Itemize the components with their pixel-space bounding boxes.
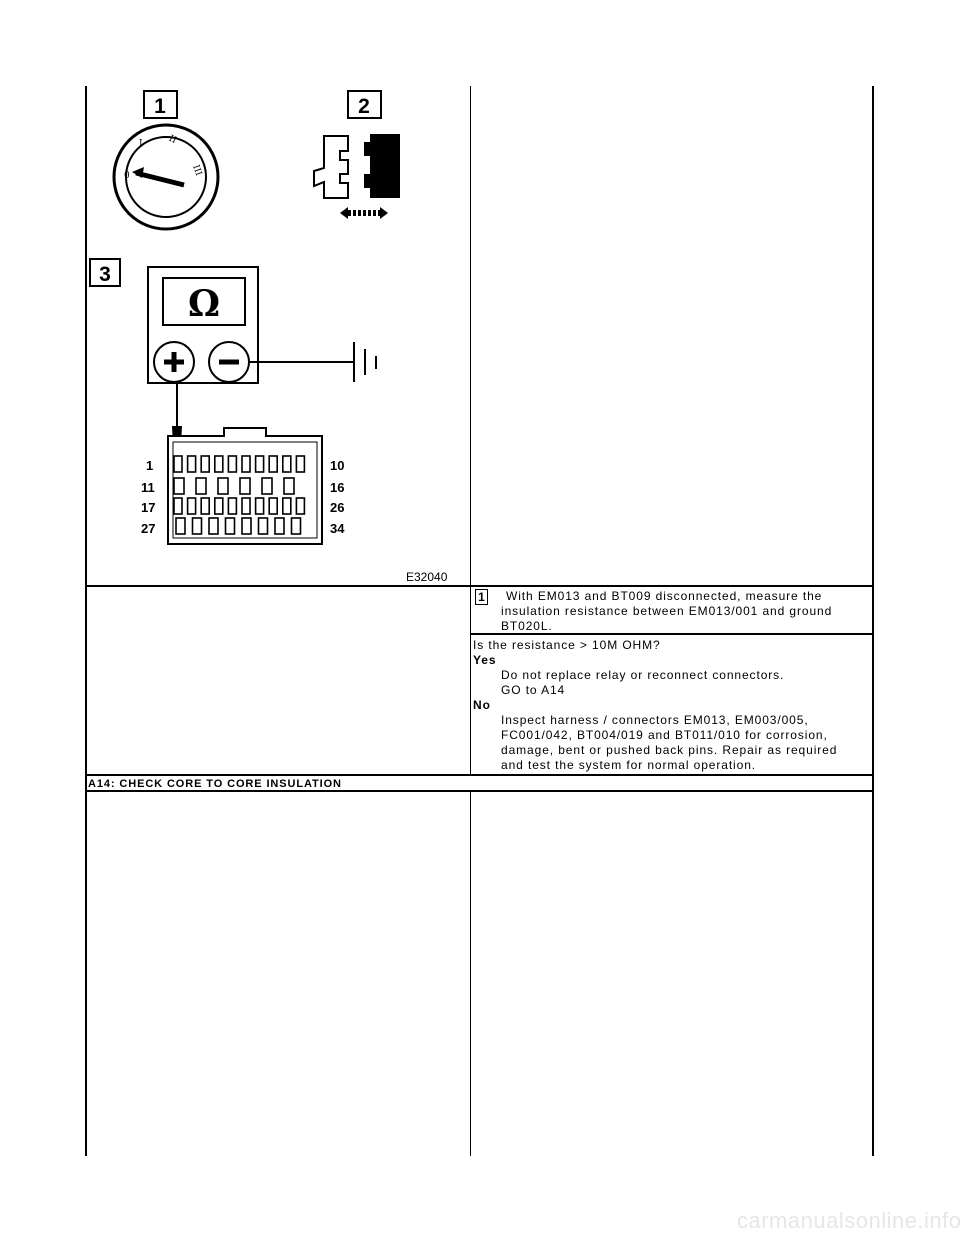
pin-label-16: 16 — [330, 480, 344, 495]
pin-cavity — [173, 455, 183, 473]
pin-cavity — [283, 477, 295, 495]
ignition-switch-icon: 0 I II III — [112, 123, 220, 231]
pin-cavity — [261, 477, 273, 495]
pin-label-27: 27 — [141, 521, 155, 536]
yes-text-line2: GO to A14 — [501, 683, 566, 697]
svg-text:II: II — [167, 134, 178, 146]
pin-label-1: 1 — [146, 458, 153, 473]
pin-cavity — [173, 477, 185, 495]
pin-cavity — [214, 497, 224, 515]
disconnected-connector-icon — [313, 134, 400, 219]
footer-watermark: carmanualsonline.info — [737, 1208, 960, 1233]
pin-cavity — [239, 477, 251, 495]
step-number-box: 1 — [475, 589, 488, 605]
pin-cavity — [227, 455, 238, 473]
column-divider-top — [470, 86, 471, 775]
pin-cavity — [282, 497, 292, 515]
pin-cavity — [241, 497, 251, 515]
pin-cavity — [191, 517, 203, 535]
pin-label-11: 11 — [141, 480, 155, 495]
diagnostic-figure: 1 2 3 0 I II III Ω — [86, 86, 470, 585]
connector-face-icon — [167, 427, 323, 545]
callout-box-2 — [347, 90, 382, 119]
pin-cavity — [268, 497, 278, 515]
pin-cavity — [186, 497, 197, 515]
step-text-line1: With EM013 and BT009 disconnected, measu… — [506, 589, 823, 603]
pin-label-10: 10 — [330, 458, 344, 473]
pin-cavity — [186, 455, 197, 473]
pin-cavity — [282, 455, 292, 473]
pin-cavity — [257, 517, 269, 535]
pin-cavity — [200, 455, 210, 473]
callout-box-1 — [143, 90, 178, 119]
section-bottom-line — [86, 790, 873, 792]
pin-cavity — [274, 517, 285, 535]
pin-cavity — [214, 455, 224, 473]
pin-cavity — [224, 517, 236, 535]
row-divider-step — [471, 633, 873, 635]
decision-question: Is the resistance > 10M OHM? — [473, 638, 661, 652]
pin-cavity — [241, 517, 252, 535]
callout-box-3 — [89, 258, 121, 287]
pin-cavity — [295, 497, 306, 515]
outer-left-border — [85, 86, 87, 1156]
no-label: No — [473, 698, 491, 712]
pin-cavity — [217, 477, 229, 495]
pin-label-34: 34 — [330, 521, 345, 536]
pin-cavity — [208, 517, 219, 535]
pin-cavity — [175, 517, 186, 535]
row-divider-decision — [86, 774, 873, 776]
figure-id: E32040 — [406, 570, 448, 584]
no-text-line2: FC001/042, BT004/019 and BT011/010 for c… — [501, 728, 828, 742]
multimeter-icon: Ω — [147, 266, 377, 472]
pin-cavity — [295, 455, 306, 473]
yes-label: Yes — [473, 653, 497, 667]
callout-1-label: 1 — [154, 95, 166, 118]
svg-text:III: III — [190, 164, 203, 178]
outer-right-border — [872, 86, 874, 1156]
pin-cavity — [290, 517, 302, 535]
callout-3-label: 3 — [99, 263, 111, 286]
yes-text-line1: Do not replace relay or reconnect connec… — [501, 668, 785, 682]
pin-label-17: 17 — [141, 500, 155, 515]
pin-array — [173, 455, 306, 535]
svg-text:I: I — [139, 139, 143, 149]
pin-cavity — [254, 455, 265, 473]
no-text-line1: Inspect harness / connectors EM013, EM00… — [501, 713, 809, 727]
no-text-line3: damage, bent or pushed back pins. Repair… — [501, 743, 838, 757]
pin-label-26: 26 — [330, 500, 344, 515]
figure-drawing: 1 2 3 0 I II III Ω — [89, 90, 448, 584]
pin-cavity — [200, 497, 210, 515]
pin-cavity — [254, 497, 265, 515]
section-title: A14: CHECK CORE TO CORE INSULATION — [88, 778, 342, 790]
no-text-line4: and test the system for normal operation… — [501, 758, 757, 772]
pin-cavity — [241, 455, 251, 473]
ohm-symbol: Ω — [188, 283, 220, 325]
callout-2-label: 2 — [358, 95, 370, 118]
step-text-line2: insulation resistance between EM013/001 … — [501, 604, 833, 618]
pin-cavity — [227, 497, 238, 515]
step-text-line3: BT020L. — [501, 619, 553, 633]
pin-cavity — [173, 497, 183, 515]
pin-cavity — [268, 455, 278, 473]
row-divider-figure — [86, 585, 873, 587]
pin-cavity — [195, 477, 207, 495]
svg-text:0: 0 — [124, 171, 130, 181]
column-divider-bottom — [470, 792, 471, 1156]
